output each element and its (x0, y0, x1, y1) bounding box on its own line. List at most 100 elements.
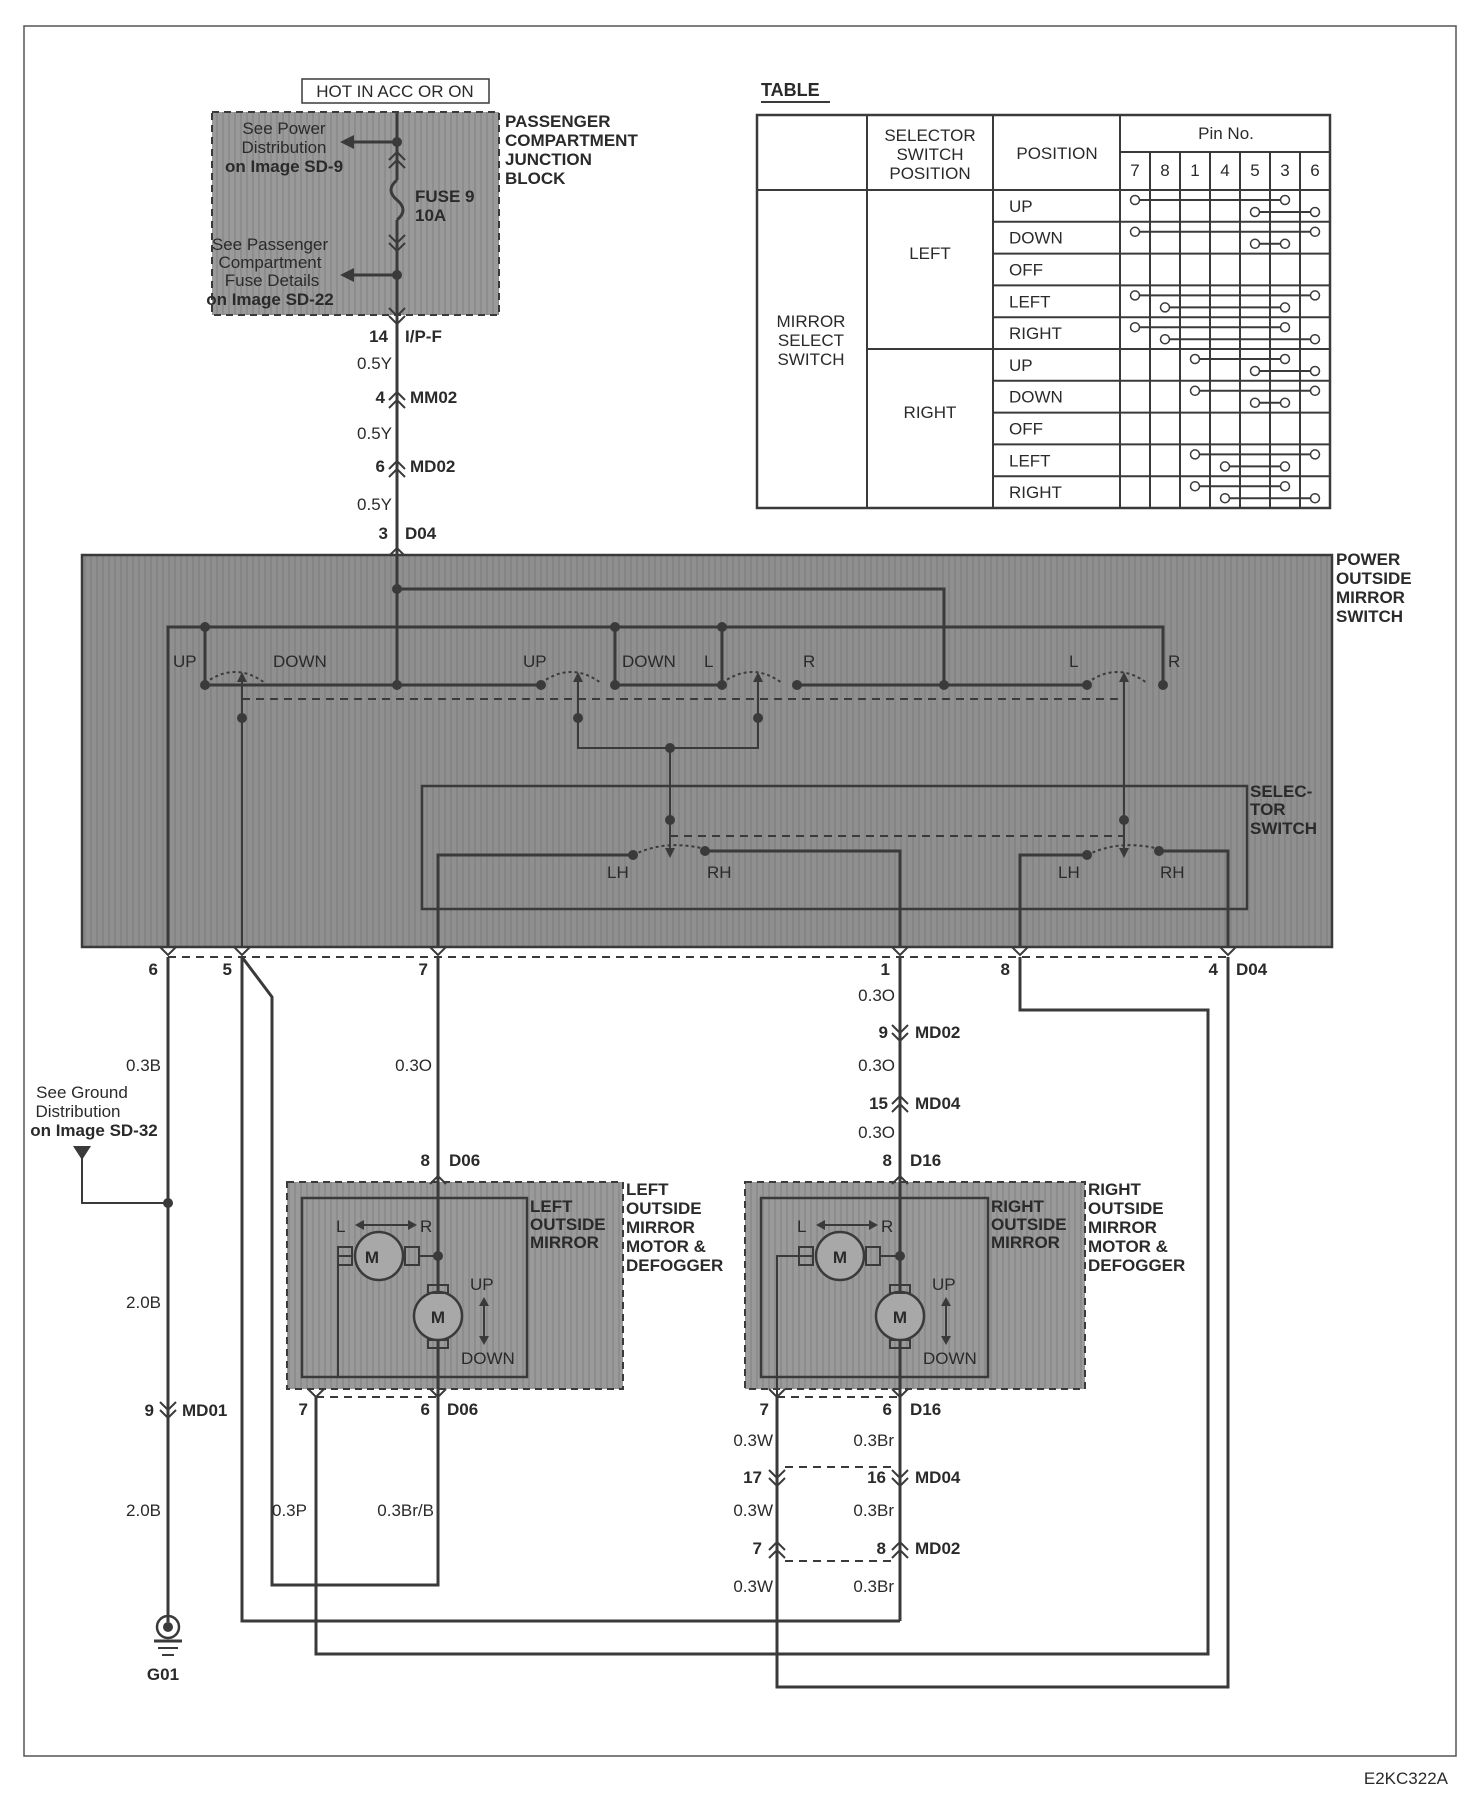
l-label-2: L (1069, 652, 1078, 671)
left-inner-2: OUTSIDE (530, 1215, 606, 1234)
left-ud-motor-letter: M (431, 1308, 445, 1327)
wire-right-feed-1: 0.3O (858, 986, 895, 1005)
right-lr-motor-letter: M (833, 1248, 847, 1267)
left-lr-motor-letter: M (365, 1248, 379, 1267)
left-outer-4: MOTOR & (626, 1237, 706, 1256)
table-continuity-link (1159, 302, 1291, 313)
table-continuity-link (1129, 321, 1291, 333)
power-outside-mirror-switch (80, 553, 1334, 949)
svg-text:BLOCK: BLOCK (505, 169, 566, 188)
lh-label-1: LH (607, 863, 629, 882)
switch-name-2: OUTSIDE (1336, 569, 1412, 588)
wire-rw-3: 0.3W (733, 1577, 773, 1596)
rh-label-1: RH (707, 863, 732, 882)
right-lr-l: L (797, 1217, 806, 1236)
right-outer-3: MIRROR (1088, 1218, 1157, 1237)
table-pin-3: 3 (1280, 161, 1289, 180)
table-position-row: RIGHT (1009, 324, 1062, 343)
d04-top-pin: 3 (379, 524, 388, 543)
footer-code: E2KC322A (1364, 1769, 1449, 1788)
md04-mid-connector: MD04 (915, 1094, 961, 1113)
table-continuity-link (1249, 365, 1321, 377)
rh-label-2: RH (1160, 863, 1185, 882)
md02-mid-connector: MD02 (915, 1023, 960, 1042)
right-up: UP (932, 1275, 956, 1294)
d04-bottom-connector (159, 946, 1237, 958)
d16-bottom-connector: D16 (910, 1400, 941, 1419)
d06-bottom-connector: D06 (447, 1400, 478, 1419)
d04-pin-7: 7 (419, 960, 428, 979)
md02-pin-7: 7 (753, 1539, 762, 1558)
d06-top-connector: D06 (449, 1151, 480, 1170)
left-lr-l: L (336, 1217, 345, 1236)
wire-feed-1: 0.5Y (357, 354, 392, 373)
wire-left-motor-feed: 0.3O (395, 1056, 432, 1075)
d04-pin-8: 8 (1001, 960, 1010, 979)
wire-right-feed-2: 0.3O (858, 1056, 895, 1075)
table-position-header: POSITION (1016, 144, 1097, 163)
ground-ref-1: See Ground (36, 1083, 128, 1102)
md04-bottom-connector: MD04 (915, 1468, 961, 1487)
table-continuity-link (1159, 333, 1321, 345)
left-outer-3: MIRROR (626, 1218, 695, 1237)
table-continuity-link (1129, 194, 1291, 206)
table-continuity-link (1249, 397, 1291, 409)
ground-ref-2: Distribution (35, 1102, 120, 1121)
table-pin-5: 5 (1250, 161, 1259, 180)
table-pin-6: 6 (1310, 161, 1319, 180)
table-continuity-link (1189, 480, 1291, 492)
d16-pin-7: 7 (760, 1400, 769, 1419)
d04-pin-5: 5 (223, 960, 232, 979)
table-position-row: DOWN (1009, 388, 1063, 407)
wire-rbr-2: 0.3Br (853, 1501, 894, 1520)
d06-top-pin: 8 (421, 1151, 430, 1170)
md04-pin-17: 17 (743, 1468, 762, 1487)
switch-name-3: MIRROR (1336, 588, 1405, 607)
table-group-3: SWITCH (777, 350, 844, 369)
l-label-1: L (704, 652, 713, 671)
table-sel-3: POSITION (889, 164, 970, 183)
right-lr-r: R (881, 1217, 893, 1236)
d04-pin-1: 1 (881, 960, 890, 979)
md02-top-connector: MD02 (410, 457, 455, 476)
mm02-pin: 4 (376, 388, 386, 407)
md04-mid-pin: 15 (869, 1094, 888, 1113)
d04-bottom-name: D04 (1236, 960, 1268, 979)
ground-g01: G01 (147, 1665, 179, 1684)
svg-text:PASSENGER: PASSENGER (505, 112, 611, 131)
d06-pin-6: 6 (421, 1400, 430, 1419)
table-position-row: UP (1009, 356, 1033, 375)
svg-text:Distribution: Distribution (241, 138, 326, 157)
feed-wire (388, 307, 406, 557)
table-position-row: OFF (1009, 261, 1043, 280)
table-position-row: DOWN (1009, 229, 1063, 248)
table-continuity-link (1189, 385, 1321, 397)
md02-bottom-connector: MD02 (915, 1539, 960, 1558)
md02-pin-8: 8 (877, 1539, 886, 1558)
right-ud-motor-letter: M (893, 1308, 907, 1327)
junction-wiring (340, 112, 406, 315)
svg-text:on Image SD-22: on Image SD-22 (206, 290, 334, 309)
left-inner-3: MIRROR (530, 1233, 599, 1252)
mm02-connector: MM02 (410, 388, 457, 407)
left-outer-5: DEFOGGER (626, 1256, 723, 1275)
left-inner-1: LEFT (530, 1197, 573, 1216)
table-title: TABLE (761, 80, 820, 100)
left-outer-1: LEFT (626, 1180, 669, 1199)
table-pin-header: Pin No. (1198, 124, 1254, 143)
right-down: DOWN (923, 1349, 977, 1368)
table-sel-2: SWITCH (896, 145, 963, 164)
ground-wiring (73, 957, 182, 1656)
lh-label-2: LH (1058, 863, 1080, 882)
table-continuity-link (1219, 492, 1321, 504)
d04-top-connector: D04 (405, 524, 437, 543)
wire-rw-2: 0.3W (733, 1501, 773, 1520)
svg-text:See Power: See Power (242, 119, 325, 138)
hot-label: HOT IN ACC OR ON (301, 78, 490, 104)
down-label-left: DOWN (273, 652, 327, 671)
d16-top-connector: D16 (910, 1151, 941, 1170)
up-label-left: UP (173, 652, 197, 671)
table-sel-1: SELECTOR (884, 126, 975, 145)
svg-text:Fuse Details: Fuse Details (225, 271, 319, 290)
